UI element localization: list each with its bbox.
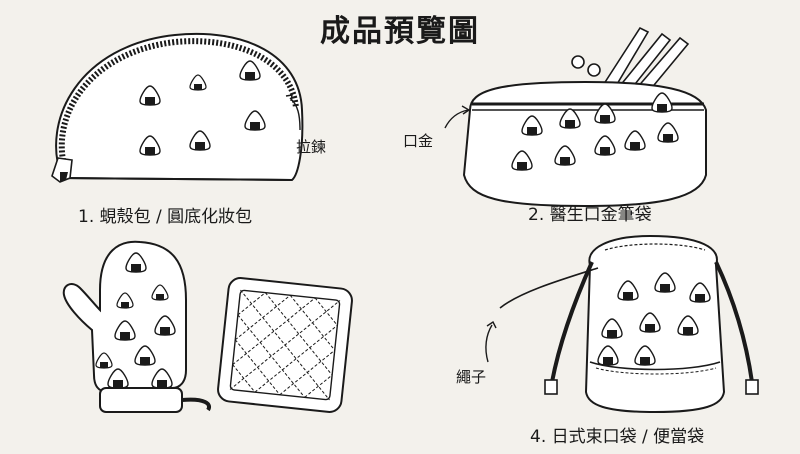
pot-holder-illustration: [217, 277, 353, 413]
caption-frame-pencil-case: 2. 醫生口金筆袋: [528, 205, 652, 225]
callout-frame: 口金: [403, 132, 434, 150]
oven-mitt-illustration: [62, 240, 211, 413]
drawstring-bag-illustration: [485, 234, 759, 414]
callout-rope: 繩子: [456, 368, 487, 386]
callout-zipper: 拉鍊: [296, 138, 327, 156]
caption-clam-pouch: 1. 蜆殼包 / 圓底化妝包: [78, 207, 253, 227]
caption-drawstring-bag: 4. 日式束口袋 / 便當袋: [530, 427, 705, 447]
clam-pouch-illustration: [51, 33, 304, 183]
page-title: 成品預覽圖: [320, 14, 480, 49]
frame-pencil-case-illustration: [444, 26, 707, 208]
